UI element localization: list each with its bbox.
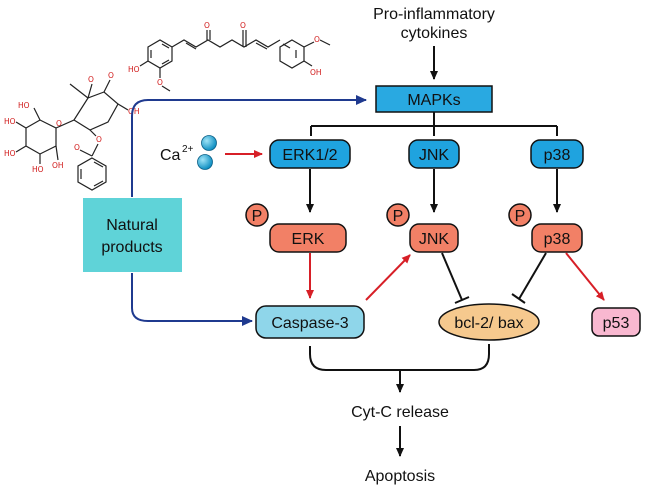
phospho-p38-label: p38 <box>544 231 571 248</box>
erk12-box: ERK1/2 <box>269 139 351 169</box>
cage-oxygen-2: O <box>108 71 114 80</box>
curcumin-structure-icon: O O HO O O OH <box>128 21 331 92</box>
cytc-release-label: Cyt-C release <box>351 404 449 421</box>
bcl2-bax-ellipse: bcl-2/ bax <box>438 303 540 341</box>
phospho-jnk-box: JNK P <box>386 203 459 253</box>
glycoside-structure-icon: HO HO HO OH HO O OH O O O O <box>4 71 140 191</box>
methoxy-oxygen-right: O <box>314 35 320 44</box>
cage-oh: OH <box>128 107 140 116</box>
phospho-p38-box: p38 P <box>508 203 583 253</box>
glyco-ho-2: HO <box>4 149 16 158</box>
natural-to-mapks-arrow <box>131 95 367 197</box>
pp38-inhibits-bcl2 <box>511 252 547 304</box>
caspase3-box: Caspase-3 <box>255 305 365 339</box>
calcium-charge: 2+ <box>182 144 194 155</box>
mapks-branch-connector <box>310 112 558 136</box>
merge-connector <box>309 344 490 371</box>
calcium-ion-icon: Ca 2+ <box>160 135 217 170</box>
caspase3-label: Caspase-3 <box>271 315 348 332</box>
glyco-ring-oxygen: O <box>56 119 62 128</box>
cage-oxygen-1: O <box>88 75 94 84</box>
calcium-ion-sphere-2 <box>197 154 213 170</box>
phosphate-p38-marker: P <box>515 208 526 225</box>
calcium-symbol: Ca <box>160 147 181 164</box>
natural-products-line2: products <box>101 239 162 256</box>
jnk-kinase-label: JNK <box>419 147 450 164</box>
caspase-to-pjnk-arrow <box>365 254 411 301</box>
carbonyl-oxygen: O <box>74 143 80 152</box>
erk12-label: ERK1/2 <box>282 147 337 164</box>
glyco-ho-1: HO <box>4 117 16 126</box>
cytokines-label-line1: Pro-inflammatory <box>373 6 495 23</box>
mapks-box: MAPKs <box>375 85 493 113</box>
ketone-oxygen-2: O <box>240 21 246 30</box>
phospho-erk-label: ERK <box>292 231 325 248</box>
mapks-label: MAPKs <box>407 92 460 109</box>
hydroxyl-left: HO <box>128 65 140 74</box>
phosphate-jnk-icon <box>386 203 410 227</box>
hydroxyl-right: OH <box>310 68 322 77</box>
pjnk-inhibits-bcl2 <box>441 252 470 304</box>
phosphate-p38-icon <box>508 203 532 227</box>
cytokines-label-line2: cytokines <box>401 25 468 42</box>
glyco-oh-4: OH <box>52 161 64 170</box>
apoptosis-label: Apoptosis <box>365 468 435 485</box>
calcium-ion-sphere-1 <box>201 135 217 151</box>
phosphate-erk-marker: P <box>252 208 263 225</box>
p38-kinase-box: p38 <box>530 139 584 169</box>
phospho-jnk-label: JNK <box>419 231 450 248</box>
ester-oxygen: O <box>96 135 102 144</box>
phospho-erk-box: ERK P <box>245 203 347 253</box>
p53-box: p53 <box>591 307 641 337</box>
phosphate-erk-icon <box>245 203 269 227</box>
bcl2-bax-label: bcl-2/ bax <box>454 315 523 332</box>
phosphate-jnk-marker: P <box>393 208 404 225</box>
ketone-oxygen-1: O <box>204 21 210 30</box>
natural-products-line1: Natural <box>106 217 158 234</box>
methoxy-oxygen-left: O <box>157 78 163 87</box>
glyco-ho-3: HO <box>32 165 44 174</box>
p53-label: p53 <box>603 315 630 332</box>
natural-products-box: Natural products <box>83 198 182 272</box>
natural-to-caspase-arrow <box>131 273 253 326</box>
jnk-kinase-box: JNK <box>408 139 460 169</box>
p38-kinase-label: p38 <box>544 147 571 164</box>
glyco-ho-5: HO <box>18 101 30 110</box>
pp38-to-p53-arrow <box>565 252 605 301</box>
